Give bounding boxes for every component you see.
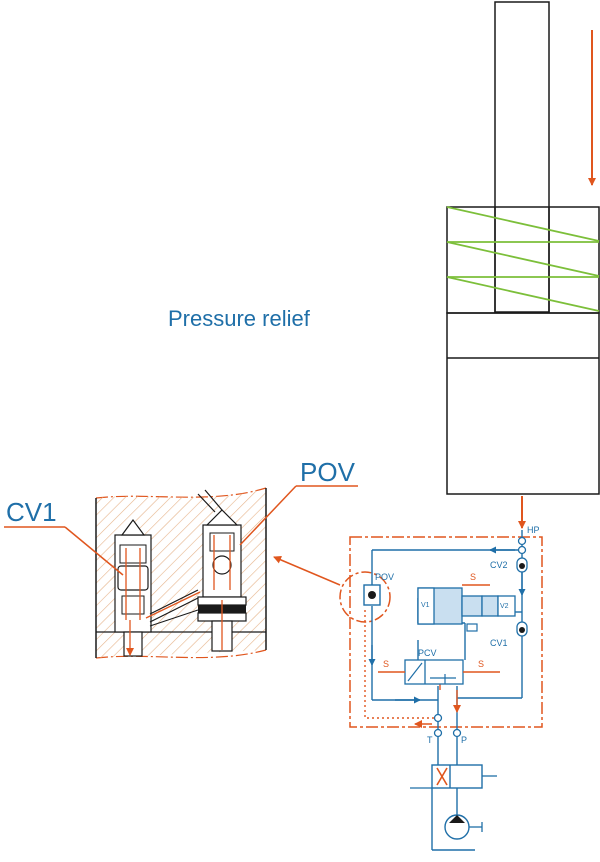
pcv-valve bbox=[378, 659, 500, 685]
label-pcv: PCV bbox=[418, 648, 437, 658]
spring-coils bbox=[446, 206, 600, 312]
label-hp: HP bbox=[527, 525, 540, 535]
diagram-title: Pressure relief bbox=[168, 306, 310, 331]
label-v1: V1 bbox=[421, 602, 430, 609]
pov-valve-section bbox=[197, 489, 247, 652]
label-cv1: CV1 bbox=[490, 638, 508, 648]
callout-lines bbox=[4, 485, 358, 586]
cv1-check-valve-section bbox=[114, 518, 152, 657]
callout-label-pov: POV bbox=[300, 457, 355, 487]
directional-control-valve bbox=[410, 764, 497, 789]
label-cv2: CV2 bbox=[490, 560, 508, 570]
schematic-labels: HP POV S CV2 V1 V2 CV1 PCV S S T P bbox=[375, 525, 540, 745]
dual-valve-v1-v2 bbox=[417, 584, 516, 632]
piston-rod bbox=[494, 1, 550, 313]
pov-symbol bbox=[363, 584, 381, 606]
hydraulic-schematic bbox=[339, 530, 543, 851]
label-t: T bbox=[427, 735, 433, 745]
cv1-symbol bbox=[516, 621, 528, 637]
callout-label-cv1: CV1 bbox=[6, 497, 57, 527]
detail-pointer-arrow bbox=[273, 556, 341, 586]
valve-block-section bbox=[95, 487, 267, 659]
flow-channels bbox=[145, 589, 223, 650]
valve-block-boundary bbox=[349, 536, 543, 728]
label-v2: V2 bbox=[500, 603, 509, 610]
pump-symbol bbox=[444, 814, 483, 840]
label-s-top: S bbox=[470, 572, 476, 582]
label-p: P bbox=[461, 735, 467, 745]
label-s-left: S bbox=[383, 659, 389, 669]
label-pov: POV bbox=[375, 572, 394, 582]
label-s-right: S bbox=[478, 659, 484, 669]
cv2-symbol bbox=[516, 557, 528, 573]
cylinder-body bbox=[446, 312, 600, 495]
hydraulic-cylinder bbox=[446, 1, 600, 529]
